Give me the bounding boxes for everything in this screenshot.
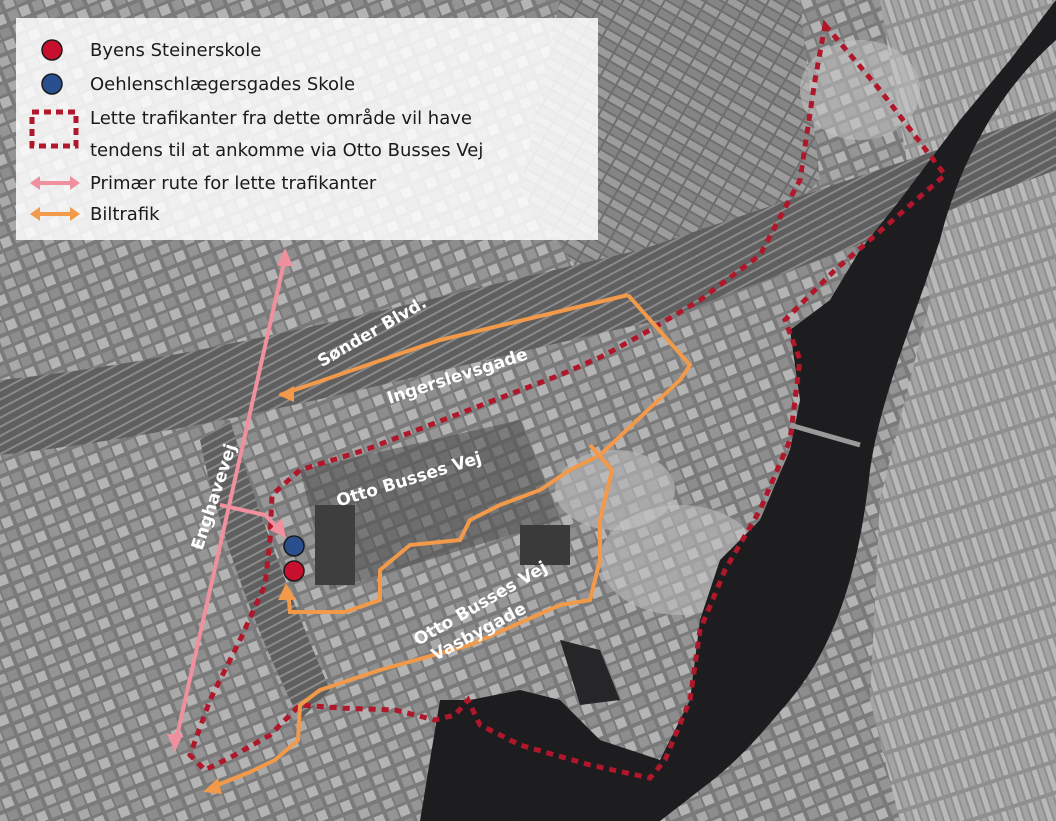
steiner-school-marker[interactable]: [283, 560, 305, 582]
primary-route-enghavevej: [173, 257, 287, 746]
legend-car-traffic-arrowheads: [30, 207, 80, 221]
building-block: [315, 505, 355, 585]
primary-route-arrowhead: [167, 734, 183, 752]
canal-water: [420, 700, 520, 821]
legend-primary-route-label: Primær rute for lette trafikanter: [90, 173, 377, 194]
building-block: [520, 525, 570, 565]
legend-zone-swatch: [29, 109, 79, 149]
car-route: [598, 293, 693, 457]
legend-car-traffic-label: Biltrafik: [90, 204, 160, 225]
legend-zone-line2: tendens til at ankomme via Otto Busses V…: [90, 140, 483, 161]
car-route-ingerslevsgade: [279, 293, 629, 397]
open-area: [800, 40, 920, 140]
car-route-vasbygade: [209, 443, 615, 790]
legend-background: [16, 18, 598, 240]
canal-water: [560, 640, 620, 705]
legend-zone-line1: Lette trafikanter fra dette område vil h…: [90, 108, 472, 129]
legend-oehlen-marker: [41, 73, 63, 95]
car-route-otto-busses-vej: [286, 453, 601, 614]
railway-corridor: [0, 110, 1056, 455]
legend-steiner-marker: [41, 39, 63, 61]
harbour-water: [455, 0, 1056, 821]
car-route-arrowhead: [278, 386, 294, 402]
primary-route-arrowhead: [270, 518, 286, 538]
car-route-arrowhead: [203, 778, 222, 794]
car-route-arrowhead: [278, 583, 296, 600]
industrial-area: [300, 420, 560, 590]
oehlen-school-marker[interactable]: [283, 535, 305, 557]
legend-oehlen-label: Oehlenschlægersgades Skole: [90, 74, 355, 95]
legend: Byens Steinerskole Oehlenschlægersgades …: [16, 18, 598, 240]
primary-route-arrowhead: [277, 248, 293, 266]
open-area: [555, 450, 675, 530]
legend-primary-route-arrowheads: [30, 176, 80, 190]
bridge: [789, 422, 861, 448]
legend-steiner-label: Byens Steinerskole: [90, 40, 261, 61]
